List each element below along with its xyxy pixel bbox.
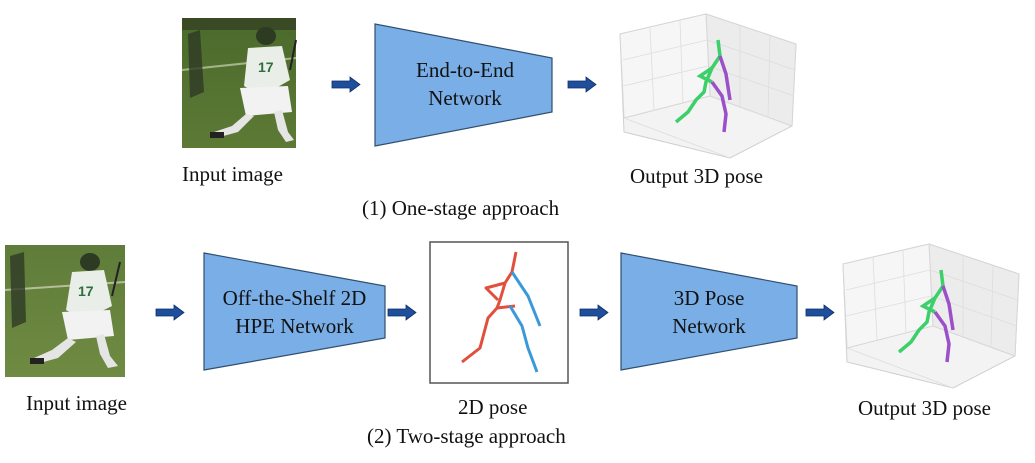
end-to-end-network-label: End-to-End Network [385,56,545,112]
input-image-caption-two: Input image [26,391,127,415]
arrow-1b [567,76,597,93]
hpe-label-line2: HPE Network [235,314,354,338]
output-caption-two: Output 3D pose [858,396,991,420]
input-image-caption-one: Input image [182,162,283,186]
output-caption-one: Output 3D pose [630,164,763,188]
pose3d-network-shape [620,252,798,371]
end-to-end-label-line1: End-to-End [416,58,514,82]
pose3d-plot-one-stage [619,13,797,159]
svg-text:17: 17 [78,283,94,299]
hpe-network-shape [203,252,386,371]
arrow-2b [387,304,417,321]
pose2d-figure [429,241,569,384]
input-image-two-stage: 17 [4,245,126,377]
pose3d-label-line2: Network [672,314,746,338]
arrow-2a [155,304,185,321]
pose2d-caption: 2D pose [458,395,528,419]
arrow-2d [805,304,835,321]
input-image-one-stage: 17 [181,18,297,148]
arrow-2c [579,304,609,321]
pose3d-plot-two-stage [842,243,1020,389]
hpe-network-label: Off-the-Shelf 2D HPE Network [204,284,385,340]
two-stage-approach-caption: (2) Two-stage approach [367,424,566,448]
end-to-end-label-line2: Network [428,86,502,110]
pose3d-network-label: 3D Pose Network [621,284,797,340]
svg-text:17: 17 [258,59,274,75]
pose3d-label-line1: 3D Pose [673,286,745,310]
one-stage-approach-caption: (1) One-stage approach [362,196,560,220]
hpe-label-line1: Off-the-Shelf 2D [222,286,367,310]
end-to-end-network-shape [374,23,553,147]
arrow-1a [331,76,361,93]
